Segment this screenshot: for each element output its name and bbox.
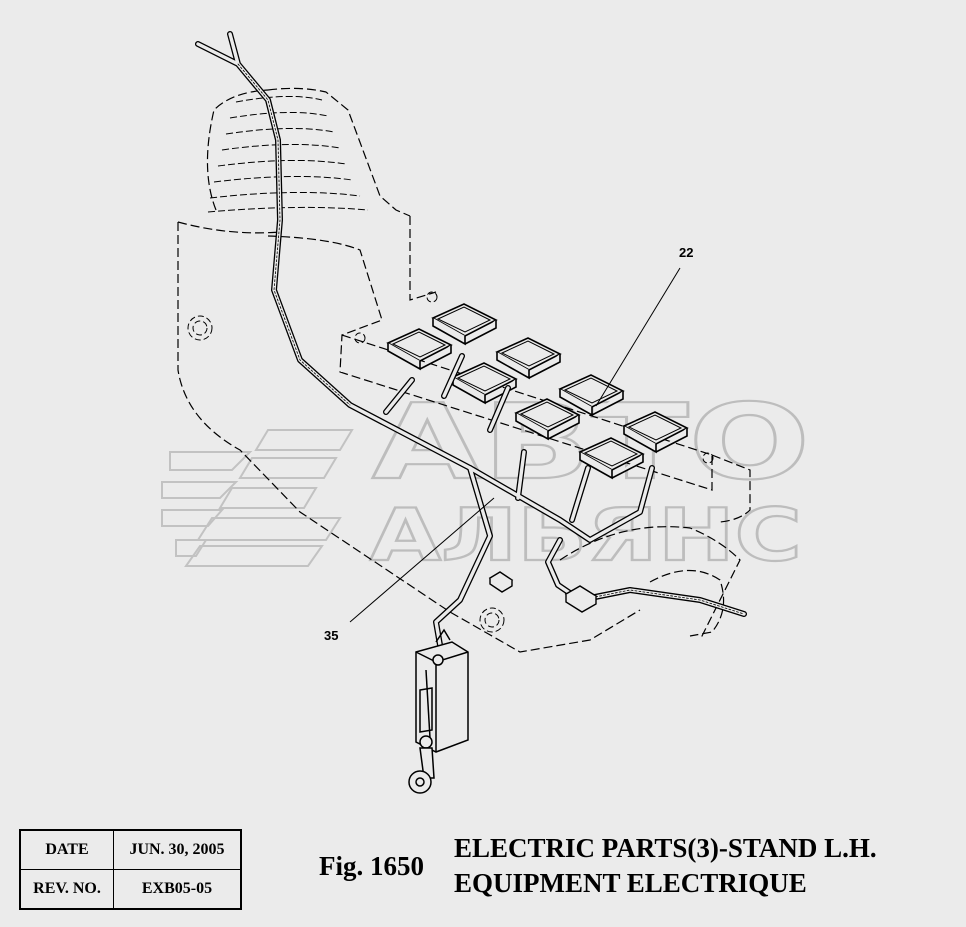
switch-box — [431, 303, 498, 346]
revision-info-table: DATE JUN. 30, 2005 REV. NO. EXB05-05 — [19, 829, 242, 910]
limit-switch — [408, 628, 469, 794]
revision-value: EXB05-05 — [113, 869, 242, 910]
date-row: DATE JUN. 30, 2005 — [19, 829, 242, 870]
switch-box — [514, 398, 581, 441]
callout-35: 35 — [324, 628, 338, 643]
switch-box — [451, 362, 518, 405]
mounting-holes — [187, 291, 714, 633]
rubber-boot — [207, 95, 369, 213]
switch-box — [386, 328, 453, 371]
callout-22: 22 — [679, 245, 693, 260]
wiring-harness — [195, 31, 747, 648]
revision-row: REV. NO. EXB05-05 — [19, 869, 242, 910]
figure-title-block: ELECTRIC PARTS(3)-STAND L.H. EQUIPMENT E… — [454, 831, 877, 901]
switch-box — [558, 374, 625, 417]
date-value: JUN. 30, 2005 — [113, 829, 242, 870]
watermark-logo — [161, 429, 354, 567]
switch-box — [622, 411, 689, 454]
connector — [488, 571, 598, 613]
figure-title-english: ELECTRIC PARTS(3)-STAND L.H. — [454, 833, 877, 863]
date-label: DATE — [19, 829, 114, 870]
leader-lines — [349, 267, 681, 623]
switch-panel — [386, 303, 689, 480]
switch-box — [578, 437, 645, 480]
figure-title-french: EQUIPMENT ELECTRIQUE — [454, 868, 807, 898]
stand-body — [177, 87, 751, 653]
figure-number: Fig. 1650 — [319, 851, 424, 881]
switch-box — [495, 337, 562, 380]
revision-label: REV. NO. — [19, 869, 114, 910]
